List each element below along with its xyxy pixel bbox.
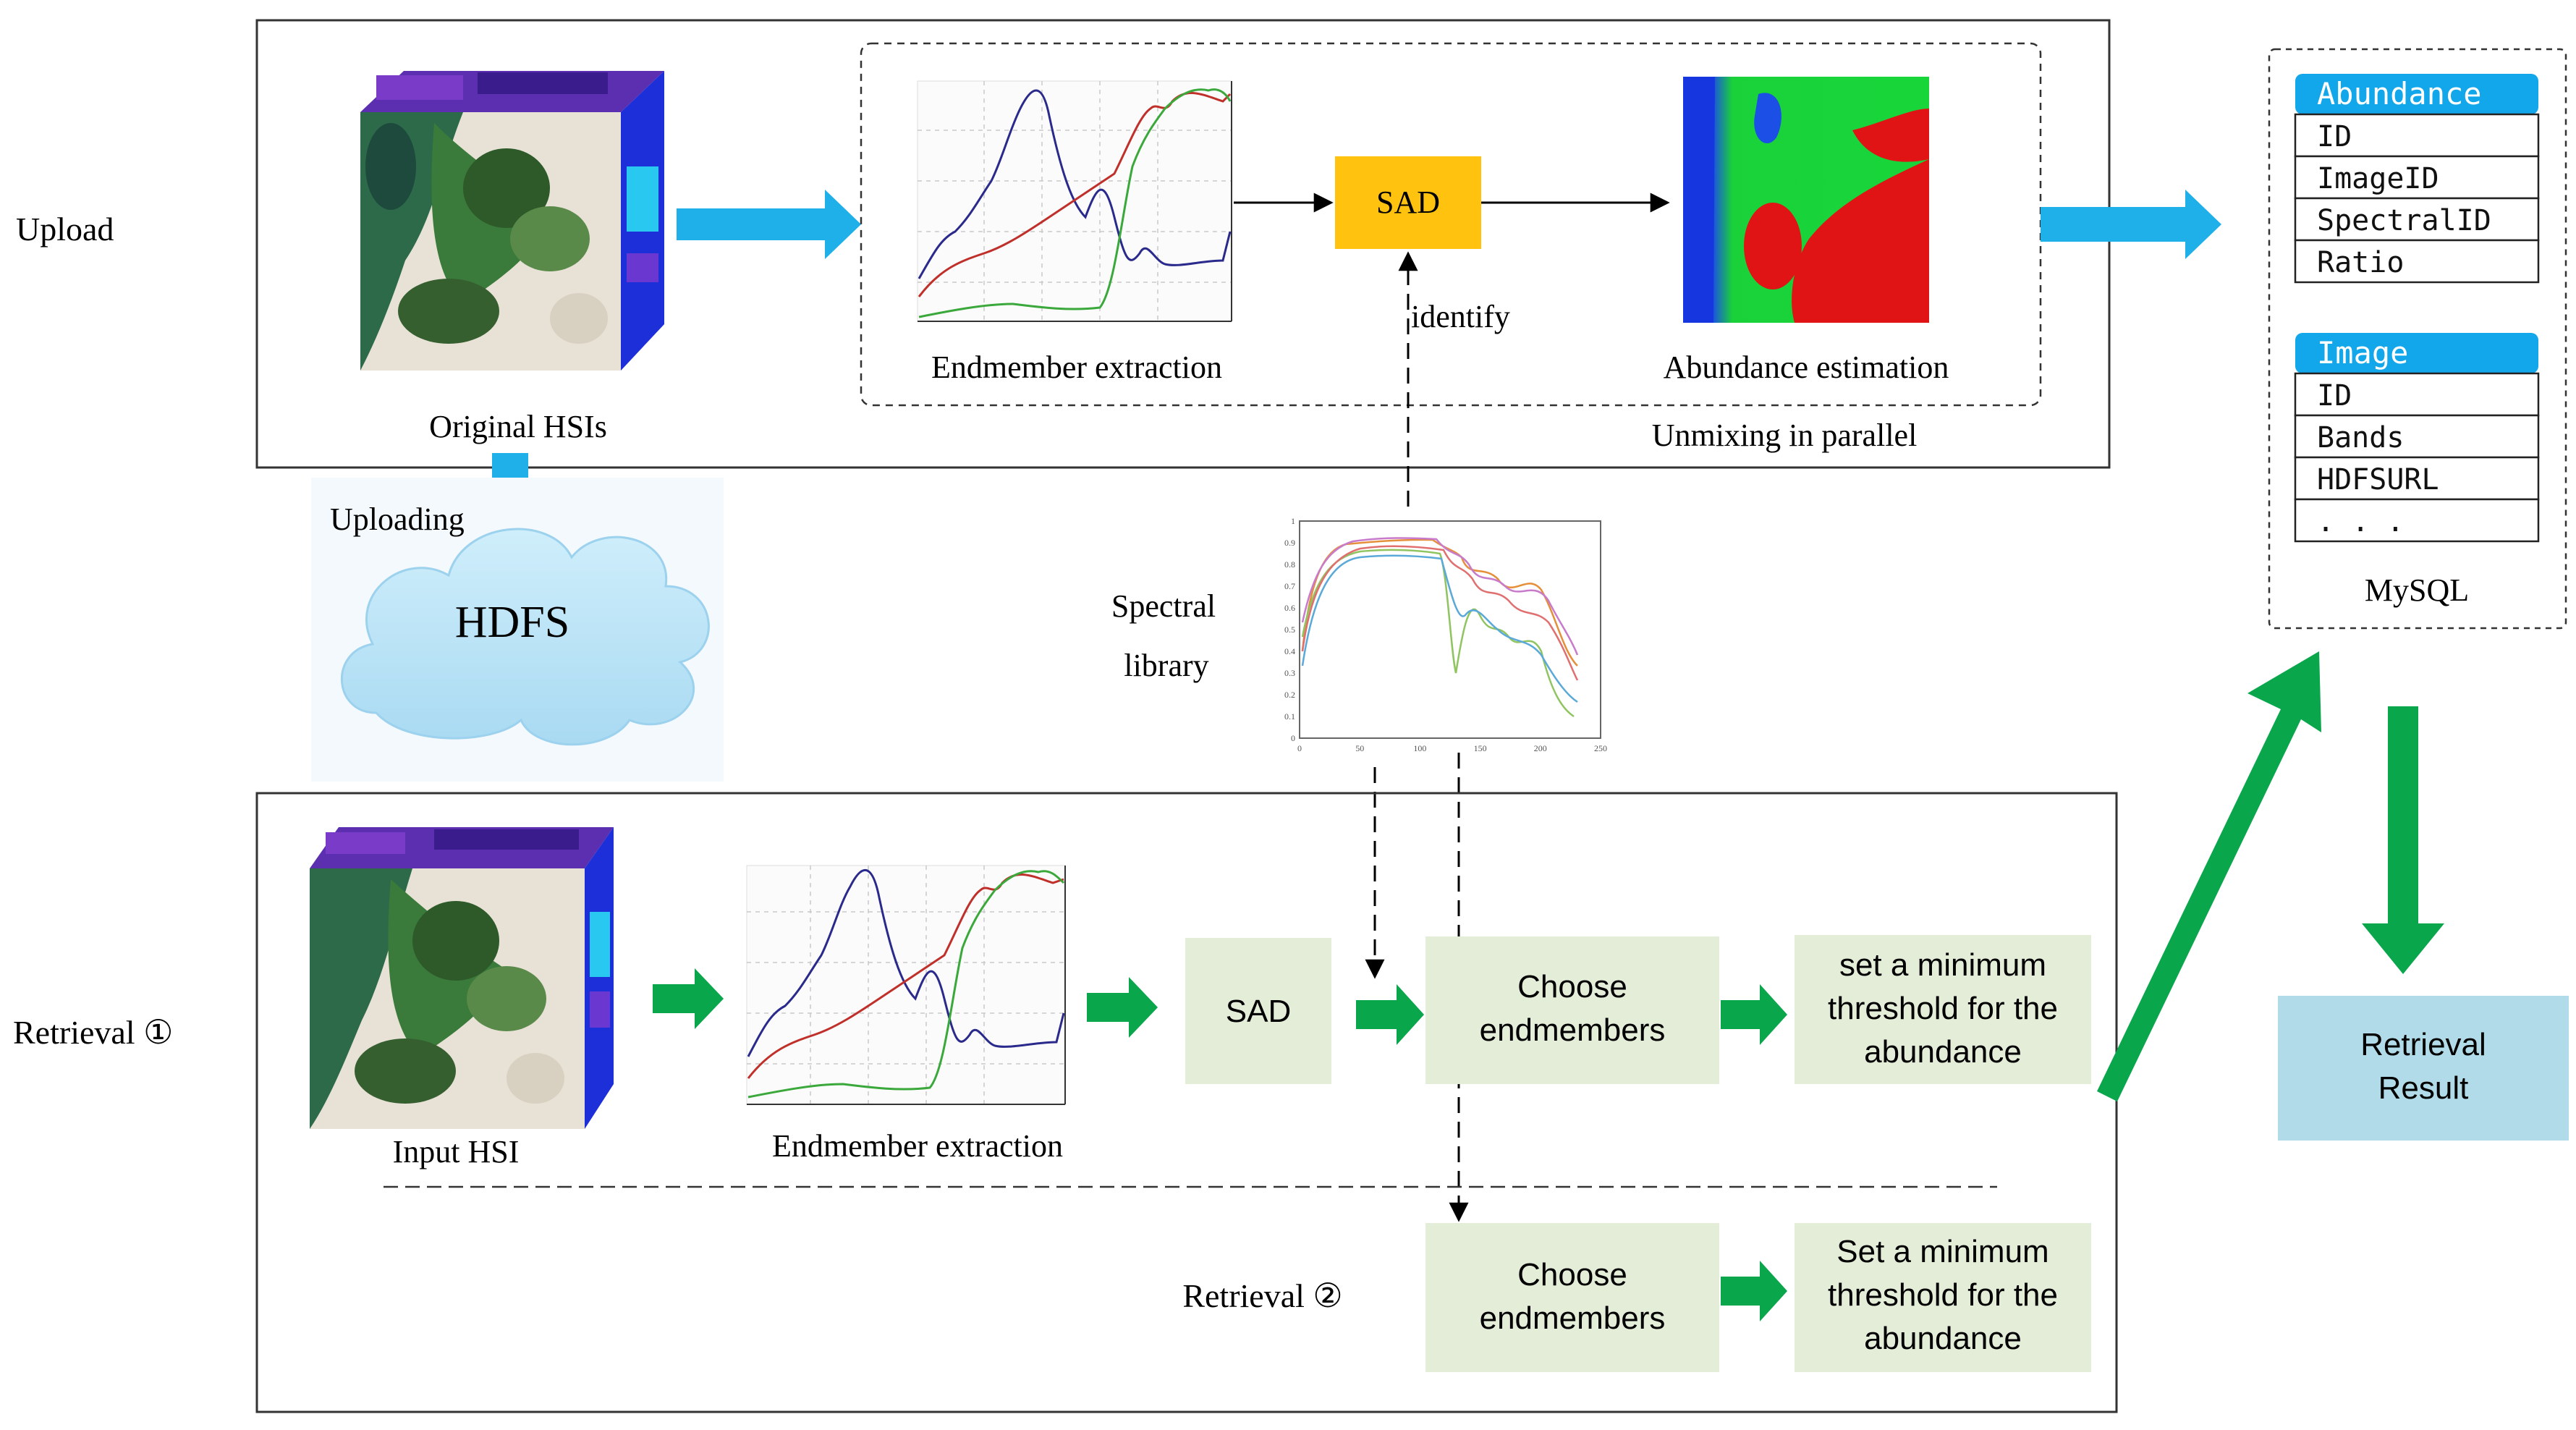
sad-bottom-label: SAD: [1226, 994, 1291, 1029]
hsi-cube-input: [310, 827, 614, 1129]
spectral-library-chart: 1 0.9 0.8 0.7 0.6 0.5 0.4 0.3 0.2 0.1 0 0 50 100 150 2…: [1274, 515, 1607, 761]
endmember-chart-bottom: [746, 865, 1066, 1105]
flow-arrow-green-5: [1721, 1261, 1787, 1321]
retrieval-2-label: Retrieval ②: [1182, 1277, 1342, 1314]
abundance-estimation-label: Abundance estimation: [1664, 350, 1949, 385]
threshold-1-line3: abundance: [1864, 1034, 2022, 1070]
image-table-cell: HDFSURL: [2317, 463, 2439, 496]
threshold-2-line2: threshold for the: [1828, 1277, 2058, 1313]
spectral-library-label-line2: library: [1124, 648, 1208, 683]
spectral-y-tick: 0: [1291, 733, 1295, 743]
image-table-row: [2294, 456, 2540, 501]
threshold-1-line1: set a minimum: [1839, 947, 2046, 983]
retrieval-panel: [255, 792, 2118, 1413]
flow-arrow-blue-2: [2041, 190, 2221, 259]
sad-node-bottom: [1185, 938, 1331, 1084]
endmember-extraction-top-label: Endmember extraction: [931, 350, 1222, 385]
flow-arrow-green-1: [653, 968, 724, 1029]
spectral-y-tick: 0.7: [1284, 581, 1295, 591]
retrieval-result-line1: Retrieval: [2360, 1027, 2486, 1062]
mysql-label: MySQL: [2365, 572, 2469, 608]
abundance-table-row: [2294, 113, 2540, 158]
spectral-x-tick: 50: [1355, 743, 1364, 753]
spectral-y-tick: 0.8: [1284, 559, 1295, 570]
spectral-x-tick: 100: [1413, 743, 1426, 753]
unmixing-parallel-label: Unmixing in parallel: [1652, 418, 1918, 453]
spectral-y-tick: 0.2: [1284, 690, 1295, 700]
image-table-cell: Bands: [2317, 421, 2404, 454]
choose-endmembers-node-1: [1425, 936, 1719, 1084]
choose-1-line1: Choose: [1517, 969, 1627, 1004]
abundance-table-cell: ImageID: [2317, 162, 2439, 195]
image-table-header-label: Image: [2317, 335, 2408, 371]
image-table-cell: ID: [2317, 379, 2352, 412]
image-table-header: [2295, 333, 2538, 373]
sad-node-top: [1335, 156, 1481, 249]
flow-arrow-green-diagonal: [2097, 651, 2321, 1101]
choose-1-line2: endmembers: [1480, 1012, 1666, 1048]
threshold-1-line2: threshold for the: [1828, 991, 2058, 1026]
hdfs-cloud: [311, 478, 724, 782]
flow-arrow-green-2: [1087, 977, 1158, 1038]
spectral-y-tick: 0.5: [1284, 625, 1295, 635]
mysql-container: [2268, 48, 2567, 630]
upload-panel: [255, 19, 2111, 469]
flow-arrow-green-4: [1721, 984, 1787, 1045]
abundance-table-cell: ID: [2317, 120, 2352, 153]
abundance-table-row: [2294, 197, 2540, 242]
spectral-y-tick: 0.1: [1284, 711, 1295, 722]
uploading-label: Uploading: [330, 502, 465, 537]
image-table-cell: . . .: [2317, 505, 2404, 538]
retrieval-result-line2: Result: [2378, 1070, 2469, 1106]
abundance-map-image: [1683, 77, 1929, 323]
spectral-x-tick: 200: [1534, 743, 1547, 753]
abundance-table-cell: SpectralID: [2317, 204, 2491, 237]
threshold-node-1: [1795, 935, 2091, 1084]
threshold-node-2: [1795, 1223, 2091, 1372]
choose-endmembers-node-2: [1425, 1223, 1719, 1372]
endmember-extraction-bottom-label: Endmember extraction: [772, 1128, 1063, 1164]
spectral-y-tick: 0.4: [1284, 646, 1295, 656]
abundance-table-row: [2294, 155, 2540, 200]
spectral-y-tick: 0.9: [1284, 538, 1295, 548]
abundance-table-row: [2294, 239, 2540, 284]
spectral-x-tick: 250: [1594, 743, 1607, 753]
hsi-cube-original: [360, 71, 664, 371]
spectral-y-tick: 0.6: [1284, 603, 1295, 613]
abundance-table-header: [2295, 74, 2538, 114]
retrieval-1-section-label: Retrieval ①: [13, 1014, 173, 1051]
flow-arrow-green-down: [2362, 706, 2444, 974]
choose-2-line2: endmembers: [1480, 1300, 1666, 1336]
hdfs-label: HDFS: [455, 598, 570, 647]
identify-label: identify: [1411, 299, 1510, 334]
endmember-chart-top: [917, 80, 1232, 322]
spectral-y-tick: 1: [1291, 516, 1295, 526]
abundance-table-cell: Ratio: [2317, 246, 2404, 279]
threshold-2-line3: abundance: [1864, 1321, 2022, 1356]
upload-section-label: Upload: [16, 211, 114, 248]
retrieval-result-node: [2278, 996, 2569, 1141]
image-table-row: [2294, 414, 2540, 459]
spectral-x-tick: 0: [1297, 743, 1302, 753]
image-table-row: [2294, 498, 2540, 543]
flow-arrow-blue-1: [677, 190, 861, 259]
threshold-2-line1: Set a minimum: [1836, 1234, 2048, 1269]
spectral-y-tick: 0.3: [1284, 668, 1295, 678]
choose-2-line1: Choose: [1517, 1257, 1627, 1292]
spectral-x-tick: 150: [1474, 743, 1487, 753]
input-hsi-label: Input HSI: [393, 1134, 520, 1169]
spectral-library-label-line1: Spectral: [1111, 588, 1216, 624]
flow-arrow-green-3: [1356, 984, 1424, 1045]
abundance-table-header-label: Abundance: [2317, 76, 2482, 111]
original-hsis-label: Original HSIs: [429, 409, 607, 444]
sad-top-label: SAD: [1376, 185, 1440, 220]
